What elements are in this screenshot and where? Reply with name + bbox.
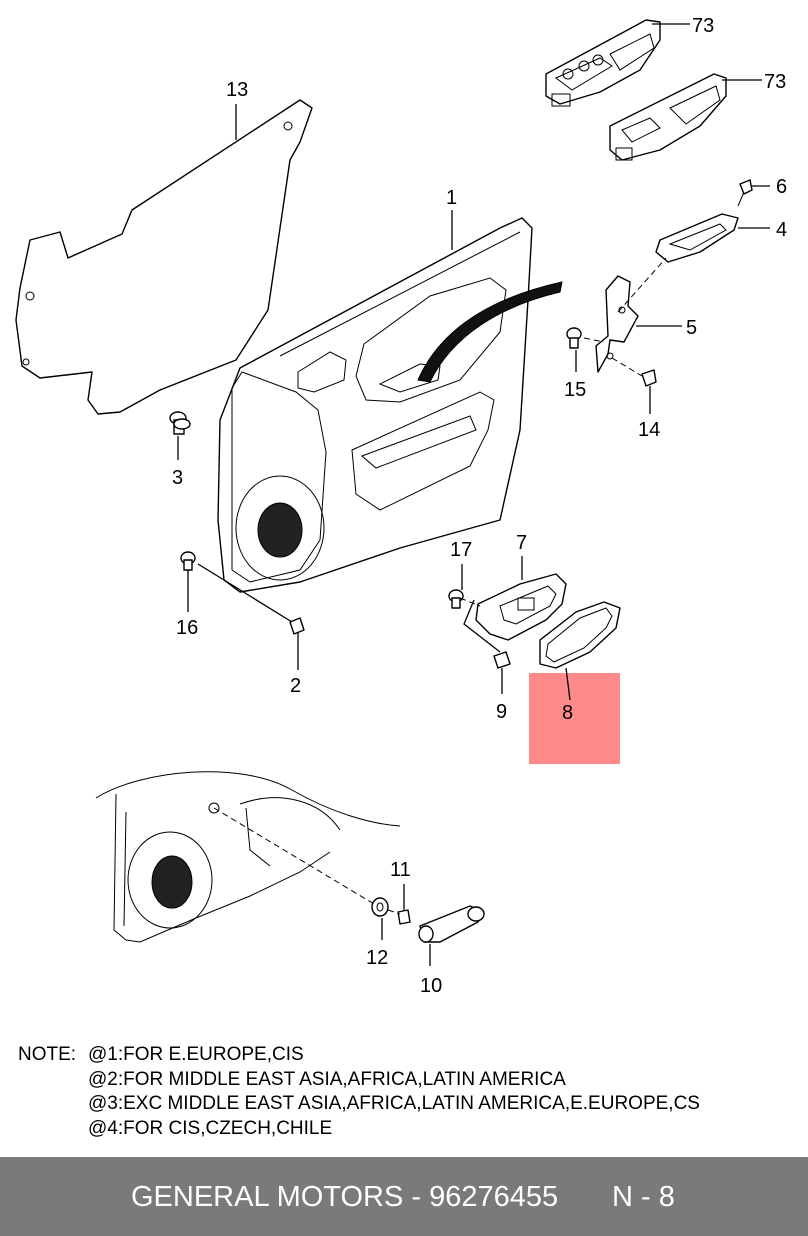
callout-15: 15 (564, 379, 586, 401)
part-10-window-crank (418, 905, 485, 943)
callout-73-upper: 73 (692, 15, 714, 37)
notes-lead: NOTE: (18, 1044, 77, 1065)
callout-17: 17 (450, 539, 472, 561)
part-17-clip (448, 589, 464, 609)
footer-bar: GENERAL MOTORS - 96276455 N - 8 (0, 1157, 808, 1236)
footer-brand-part-number: GENERAL MOTORS - 96276455 (131, 1181, 559, 1213)
part-2-screw (289, 617, 305, 635)
exploded-parts-diagram: 73 73 13 1 6 4 5 15 14 3 16 2 17 7 9 8 1… (15, 15, 787, 997)
callout-14: 14 (638, 419, 660, 441)
part-8-handle-bezel (539, 601, 621, 669)
lower-door-detail (95, 771, 401, 943)
note-line-4: @4:FOR CIS,CZECH,CHILE (88, 1117, 333, 1139)
note-line-1: @1:FOR E.EUROPE,CIS (88, 1044, 304, 1065)
part-5-bracket (595, 275, 639, 373)
part-4-bezel (655, 213, 739, 263)
notes-block: NOTE: @1:FOR E.EUROPE,CIS @2:FOR MIDDLE E… (18, 1043, 700, 1141)
callout-1: 1 (446, 187, 457, 209)
part-1-door-panel (217, 217, 563, 593)
callout-2: 2 (290, 675, 301, 697)
callout-73-lower: 73 (764, 71, 786, 93)
callout-3: 3 (172, 467, 183, 489)
part-6-screw (737, 179, 753, 207)
part-73-switch-lower (609, 73, 727, 161)
callout-13: 13 (226, 79, 248, 101)
part-13-sheet (15, 99, 313, 415)
note-line-3: @3:EXC MIDDLE EAST ASIA,AFRICA,LATIN AME… (88, 1093, 700, 1114)
callout-4: 4 (776, 219, 787, 241)
part-9-screw (493, 651, 511, 669)
callout-labels: 73 73 13 1 6 4 5 15 14 3 16 2 17 7 9 8 1… (172, 15, 787, 997)
highlight-box-part-8 (529, 673, 620, 764)
callout-5: 5 (686, 317, 697, 339)
callout-8: 8 (562, 702, 573, 724)
callout-12: 12 (366, 947, 388, 969)
footer-page-label: N - 8 (612, 1181, 675, 1213)
part-16-clip (180, 551, 196, 571)
note-line-2: @2:FOR MIDDLE EAST ASIA,AFRICA,LATIN AME… (88, 1068, 566, 1090)
callout-11: 11 (390, 859, 411, 881)
leader-lines (177, 23, 770, 966)
part-7-inner-handle (475, 573, 567, 641)
part-11-clip (397, 909, 411, 925)
part-15-clip (566, 327, 582, 349)
callout-7: 7 (516, 532, 527, 554)
callout-10: 10 (420, 975, 442, 997)
part-12-washer (371, 897, 389, 917)
part-73-switch-upper (545, 19, 661, 107)
callout-6: 6 (776, 176, 787, 198)
part-3-clip (169, 411, 191, 435)
part-14-screw (641, 369, 657, 387)
callout-9: 9 (496, 701, 507, 723)
callout-16: 16 (176, 617, 198, 639)
